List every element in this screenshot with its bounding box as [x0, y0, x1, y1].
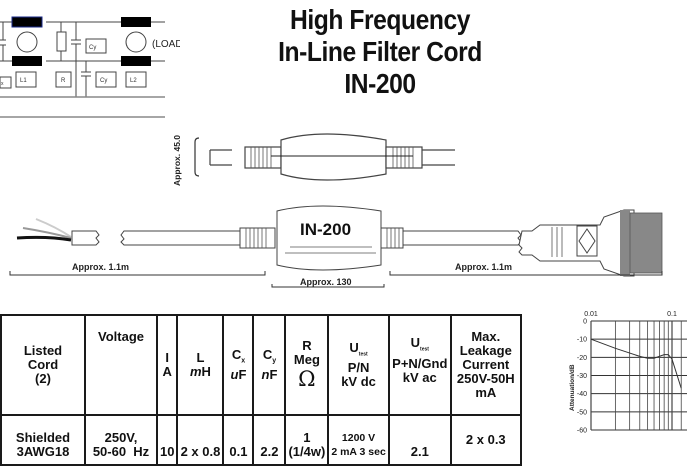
header-text: C [262, 346, 273, 362]
header-leakage-current: Max. Leakage Current 250V-50H mA [449, 314, 522, 416]
document-title: High Frequency In-Line Filter Cord IN-20… [270, 4, 490, 100]
left-cord-length-label: Approx. 1.1m [72, 262, 129, 272]
header-text: P+N/Gnd [392, 355, 448, 371]
cell-text: (1/4w) [288, 444, 326, 459]
chart-x-tick-label: 0.01 [584, 311, 598, 318]
header-text: U [349, 339, 359, 355]
header-resistance: R Meg Ω [284, 314, 330, 416]
header-text: F [269, 367, 278, 383]
cell-voltage: 250V, 50-60 Hz [84, 414, 158, 466]
header-subscript: x [241, 357, 246, 365]
cell-resistance: 1 (1/4w) [284, 414, 330, 466]
schematic-label-r: R [61, 78, 66, 84]
header-subscript: test [358, 351, 368, 358]
filter-top-view: Approx. 45.0 [172, 133, 455, 186]
header-text: 250V-50H [456, 371, 515, 386]
header-text: Cord [27, 357, 59, 372]
header-listed-cord: Listed Cord (2) [0, 314, 86, 416]
chart-ticks: 0 -10 -20 -30 -40 -50 -60 0.01 0.1 [577, 311, 677, 435]
top-view-height-label: Approx. 45.0 [172, 135, 182, 186]
schematic-label-cy-2: Cy [100, 78, 107, 84]
chart-y-tick-label: -50 [577, 409, 587, 416]
header-text: P/N [347, 360, 370, 376]
header-text: mA [475, 385, 497, 400]
table-header-row: Listed Cord (2) Voltage I A L mH Cx uF C… [0, 314, 522, 416]
chart-y-tick-label: -40 [577, 391, 587, 398]
header-text: u [230, 367, 239, 383]
header-cy: Cy nF [252, 314, 287, 416]
header-text: (2) [35, 371, 51, 386]
header-utest-pn: Utest P/N kV dc [327, 314, 390, 416]
table-row: Shielded 3AWG18 250V, 50-60 Hz 10 2 x 0.… [0, 414, 522, 466]
header-utest-png: Utest P+N/Gnd kV ac [387, 314, 452, 416]
filter-length-label: Approx. 130 [300, 277, 352, 287]
cell-text: 1 [303, 430, 311, 445]
cord-side-view: IN-200 Approx. 1.1m Approx. 130 Approx. … [9, 205, 663, 288]
title-line-1: High Frequency [289, 4, 471, 35]
header-voltage: Voltage [84, 314, 158, 416]
chart-y-tick-label: -10 [577, 337, 587, 344]
cell-listed-cord: Shielded 3AWG18 [0, 414, 86, 466]
header-text: Listed [23, 343, 63, 358]
ohm-symbol: Ω [298, 367, 316, 391]
header-subscript: test [420, 346, 429, 353]
header-text: F [238, 367, 247, 383]
header-text: I [165, 350, 170, 365]
header-text: Current [462, 357, 510, 372]
header-text: H [201, 364, 211, 379]
filter-schematic: Cy x L1 R Cy L2 (LOAD) [0, 16, 180, 118]
cell-utest-pn: 1200 V 2 mA 3 sec [327, 414, 390, 466]
header-text: U [410, 335, 421, 350]
schematic-label-l2: L2 [130, 78, 137, 84]
cell-text: 50-60 Hz [92, 444, 150, 459]
header-text: A [162, 364, 172, 379]
header-text: n [261, 367, 270, 383]
schematic-label-cy-1: Cy [89, 45, 96, 51]
header-text: m [189, 364, 202, 379]
header-text: Leakage [459, 343, 512, 358]
header-text: kV dc [341, 374, 376, 390]
cell-current: 10 [155, 414, 179, 466]
header-text: kV ac [402, 369, 437, 385]
schematic-load-label: (LOAD) [152, 39, 180, 50]
specification-table: Listed Cord (2) Voltage I A L mH Cx uF C… [0, 314, 522, 466]
chart-grid [590, 320, 687, 431]
header-text: C [231, 346, 242, 362]
header-subscript: y [272, 357, 277, 365]
header-cx: Cx uF [222, 314, 255, 416]
header-text: L [196, 350, 205, 365]
header-current: I A [155, 314, 179, 416]
attenuation-chart: 0 -10 -20 -30 -40 -50 -60 0.01 0.1 Attenuation/d… [569, 311, 687, 435]
cell-utest-png: 2.1 [387, 414, 452, 466]
header-text: Max. [471, 329, 501, 344]
header-text: R [302, 338, 312, 353]
cell-inductance: 2 x 0.8 [176, 414, 225, 466]
cell-cy: 2.2 [252, 414, 287, 466]
cell-text: 2 mA 3 sec [331, 446, 386, 458]
cell-text: Shielded [15, 430, 71, 445]
chart-x-tick-label: 0.1 [667, 311, 677, 318]
cell-cx: 0.1 [222, 414, 255, 466]
cell-leakage-current: 2 x 0.3 [449, 414, 522, 466]
schematic-label-l1: L1 [20, 78, 27, 84]
title-line-3: IN-200 [344, 68, 416, 99]
chart-series-attenuation [590, 338, 682, 389]
chart-y-tick-label: -20 [577, 355, 587, 362]
filter-body-label: IN-200 [300, 220, 351, 239]
cell-text: 250V, [104, 430, 138, 445]
chart-y-tick-label: 0 [583, 319, 587, 326]
schematic-label-cx: x [1, 81, 4, 87]
chart-y-tick-label: -60 [577, 428, 587, 435]
cell-text: 1200 V [341, 432, 376, 444]
title-line-2: In-Line Filter Cord [278, 36, 482, 67]
header-inductance: L mH [176, 314, 225, 416]
chart-y-axis-label: Attenuation/dB [569, 364, 576, 411]
right-cord-length-label: Approx. 1.1m [455, 262, 512, 272]
chart-y-tick-label: -30 [577, 373, 587, 380]
header-text: Meg [293, 352, 320, 367]
cell-text: 3AWG18 [16, 444, 70, 459]
